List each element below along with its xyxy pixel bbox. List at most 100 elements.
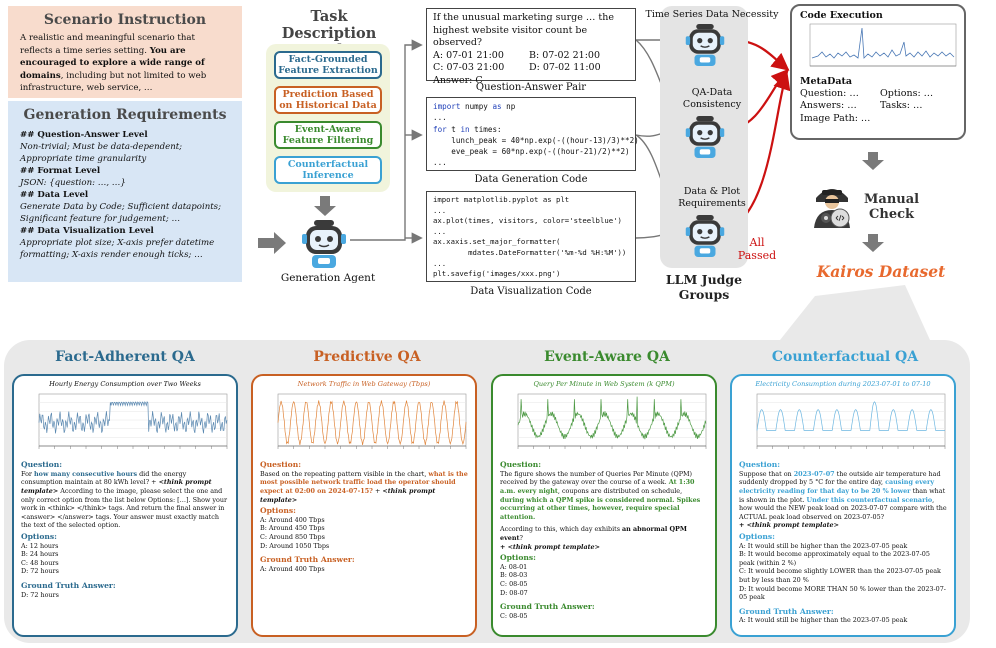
judge-robot-icon <box>685 24 725 66</box>
q-template: + <think prompt template> <box>739 521 839 530</box>
question-heading: Question: <box>500 460 542 470</box>
option: C: 08-05 <box>500 579 528 588</box>
agent-label: Generation Agent <box>280 272 376 284</box>
genreq-heading: ## Format Level <box>20 166 101 176</box>
q-template: <think prompt template> <box>260 486 436 504</box>
q-highlight: during which a QPM spike is considered n… <box>500 495 701 521</box>
gta-value: D: 72 hours <box>21 590 59 599</box>
gta-value: A: It would still be higher than the 202… <box>739 616 908 625</box>
scenario-text-b: You are encouraged to explore a wide ran… <box>20 45 205 81</box>
options-heading: Options: <box>21 531 57 541</box>
option: D: It would become MORE THAN 50 % lower … <box>739 584 946 602</box>
q-bold: an abnormal QPM event <box>500 525 687 542</box>
generation-requirements-panel: Generation Requirements ## Question-Answ… <box>8 101 242 282</box>
code-token: import <box>433 102 461 111</box>
q-highlight: 2023-07-07 <box>793 469 835 478</box>
code-token: in <box>460 124 470 134</box>
q-part: , how would the NEW peak load on 2023-07… <box>739 495 947 521</box>
genreq-text: Generate Data by Code; Sufficient datapo… <box>20 202 221 224</box>
meta-field: Answers: … <box>800 100 857 112</box>
option: B: 24 hours <box>21 550 59 559</box>
q-part: Suppose that on <box>739 469 794 478</box>
card-chart-title: Hourly Energy Consumption over Two Weeks <box>49 380 201 388</box>
qa-option: D: 07-02 11:00 <box>529 62 601 73</box>
q-part: Based on the repeating pattern visible i… <box>260 469 429 478</box>
fact-adherent-card: Hourly Energy Consumption over Two Weeks… <box>12 374 238 637</box>
code-token: np <box>501 102 516 111</box>
pool-event-aware: Event-Aware Feature Filtering <box>274 121 382 149</box>
scenario-text-a: A realistic and meaningful scenario that… <box>20 33 195 56</box>
qa-answer: Answer: C <box>433 74 483 86</box>
scenario-text-c: , including but not limited to web infra… <box>20 70 207 94</box>
chart-series-line <box>38 400 228 434</box>
qa-option: A: 07-01 21:00 <box>433 49 504 61</box>
scenario-text: A realistic and meaningful scenario that… <box>20 32 230 95</box>
option: D: 72 hours <box>21 567 59 576</box>
card-question: The figure shows the number of Queries P… <box>500 470 708 522</box>
genreq-text: Appropriate plot size; X-axis prefer dat… <box>20 238 215 260</box>
code-token: as <box>492 102 502 111</box>
task-description-pools: Fact-Grounded Feature Extraction Predict… <box>266 44 390 192</box>
card-question-2: According to this, which day exhibits an… <box>500 525 708 542</box>
q-highlight: what is the most possible network traffi… <box>260 469 468 495</box>
question-heading: Question: <box>739 460 781 470</box>
code-line: ... <box>433 205 447 215</box>
code-line: ... <box>433 226 447 236</box>
q-part: , coupons are distributed on schedule, <box>557 486 683 495</box>
options-heading: Options: <box>739 531 775 541</box>
q-part: According to the image, please select th… <box>21 486 228 530</box>
options-heading: Options: <box>260 506 296 516</box>
qa-option: B: 07-02 21:00 <box>529 49 600 61</box>
data-visualization-code: import matplotlib.pyplot as plt ... ax.p… <box>426 191 636 282</box>
qa-option: C: 07-03 21:00 <box>433 62 505 73</box>
meta-field: Options: … <box>880 88 934 100</box>
card-title-counterfactual: Counterfactual QA <box>771 349 919 365</box>
card-question: Suppose that on 2023-07-07 the outside a… <box>739 470 947 522</box>
option: C: It would become slightly LOWER than t… <box>739 567 941 584</box>
meta-field: Image Path: … <box>800 112 871 124</box>
all-passed-label: All Passed <box>737 236 777 262</box>
judge-label: QA-Data Consistency <box>682 87 742 110</box>
q-part: the outside air temperature had suddenly… <box>739 469 941 487</box>
genreq-text: Non-trivial; Must be data-dependent; App… <box>20 142 183 164</box>
judge-robot-icon <box>685 116 725 158</box>
code-line: ax.plot(times, visitors, color='steelblu… <box>433 216 622 226</box>
q-part: ? <box>519 533 523 542</box>
code-token: t <box>446 124 461 134</box>
chart-series-line <box>277 399 467 445</box>
hacker-reviewer-icon <box>814 189 850 228</box>
card-chart <box>277 393 467 449</box>
q-part: did the energy consumption maintain at 8… <box>21 469 187 487</box>
judge-label: Data & Plot Requirements <box>678 186 746 209</box>
gta-heading: Ground Truth Answer: <box>260 555 355 565</box>
q-part: The figure shows the number of Queries P… <box>500 469 693 487</box>
manual-line1: Manual <box>864 192 920 207</box>
generation-agent-robot-icon <box>302 220 346 268</box>
option: D: Around 1050 Tbps <box>260 541 330 550</box>
gta-value: A: Around 400 Tbps <box>260 564 325 573</box>
code-execution-box: Code Execution MetaData Question: …Optio… <box>790 4 966 140</box>
judge-label: Time Series Data Necessity <box>645 9 779 20</box>
card-chart <box>517 393 707 449</box>
code-line: ... <box>433 113 447 123</box>
q-highlight: causing every electricity reading for th… <box>739 478 935 495</box>
question-heading: Question: <box>260 460 302 470</box>
code-token: for <box>433 124 447 134</box>
option: A: Around 400 Tbps <box>260 515 325 524</box>
code-token: numpy <box>460 102 493 111</box>
chart-series-line <box>517 396 707 439</box>
data-gen-caption: Data Generation Code <box>474 174 588 185</box>
exec-title: Code Execution <box>800 10 883 21</box>
genreq-heading: ## Data Level <box>20 190 89 200</box>
option: B: 08-03 <box>500 571 528 580</box>
option: A: It would still be higher than the 202… <box>739 541 908 550</box>
code-line: lunch_peak = 40*np.exp(-((hour-13)/3)**2… <box>433 135 639 145</box>
manual-line2: Check <box>869 207 915 222</box>
data-vis-caption: Data Visualization Code <box>470 286 592 297</box>
option: D: 08-07 <box>500 588 528 597</box>
option: A: 12 hours <box>21 541 59 550</box>
qa-question: If the unusual marketing surge … the hig… <box>433 12 614 48</box>
genreq-title: Generation Requirements <box>23 107 227 123</box>
code-line: mdates.DateFormatter('%m-%d %H:%M')) <box>433 247 627 257</box>
option: C: 48 hours <box>21 558 59 567</box>
